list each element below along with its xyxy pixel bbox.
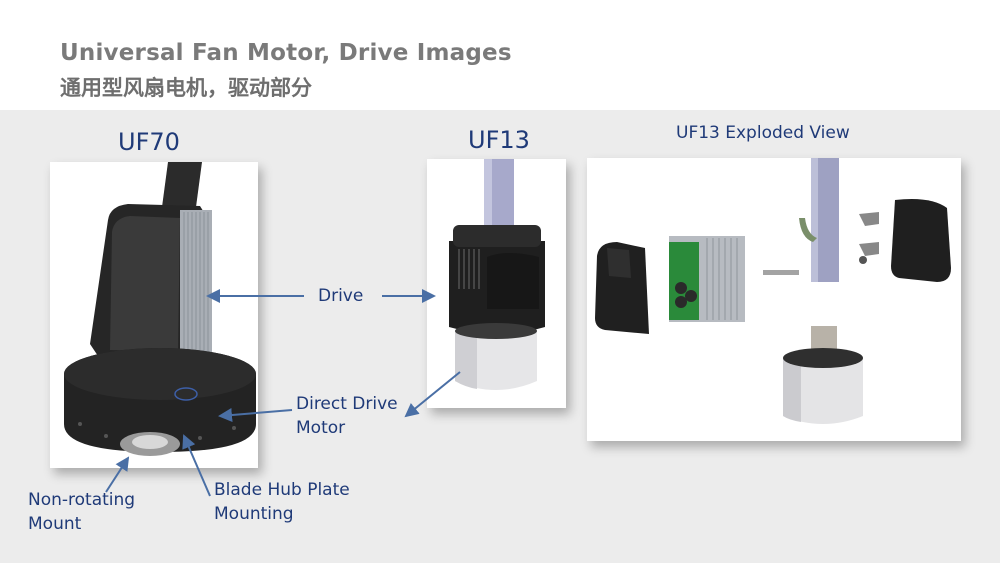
- blade-hub-plate-label: Blade Hub Plate Mounting: [214, 478, 350, 526]
- uf70-motor-image: [50, 162, 258, 468]
- uf13-motor-image: [427, 159, 566, 408]
- uf13-exploded-heading: UF13 Exploded View: [676, 123, 850, 143]
- drive-label: Drive: [318, 286, 364, 306]
- page-title: Universal Fan Motor, Drive Images: [60, 40, 512, 66]
- non-rotating-line2: Mount: [28, 514, 82, 534]
- page-subtitle-chinese: 通用型风扇电机，驱动部分: [60, 76, 312, 100]
- uf13-exploded-illustration: [595, 158, 951, 424]
- non-rotating-line1: Non-rotating: [28, 490, 136, 510]
- uf13-exploded-image: [587, 158, 961, 441]
- direct-drive-line2: Motor: [296, 418, 346, 438]
- uf70-heading: UF70: [118, 128, 180, 156]
- non-rotating-mount-label: Non-rotating Mount: [28, 488, 135, 536]
- uf70-motor-illustration: [64, 162, 256, 456]
- direct-drive-motor-label: Direct Drive Motor: [296, 392, 398, 440]
- uf13-heading: UF13: [468, 126, 530, 154]
- blade-hub-line1: Blade Hub Plate: [214, 480, 350, 500]
- blade-hub-line2: Mounting: [214, 504, 294, 524]
- uf13-motor-illustration: [449, 159, 545, 390]
- direct-drive-line1: Direct Drive: [296, 394, 398, 414]
